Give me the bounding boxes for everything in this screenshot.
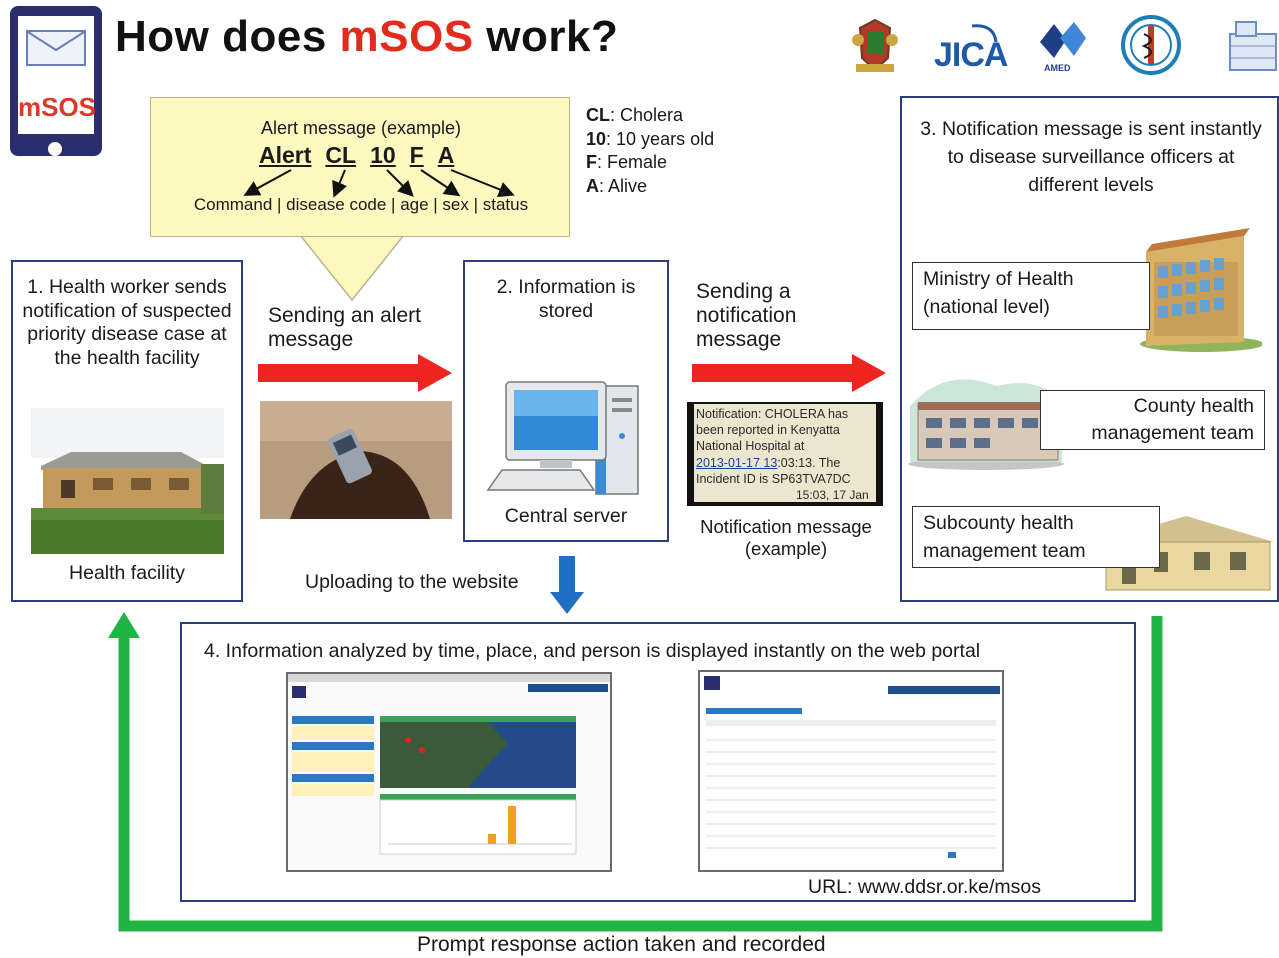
amed-logo-text: AMED bbox=[1044, 63, 1071, 73]
web-portal-table-screenshot bbox=[698, 670, 1004, 872]
kenya-coat-of-arms-logo bbox=[850, 14, 900, 76]
web-portal-dashboard-screenshot bbox=[286, 672, 612, 872]
central-server-caption: Central server bbox=[504, 505, 628, 527]
code-pointer-arrows bbox=[243, 169, 515, 198]
portal-url[interactable]: URL: www.ddsr.or.ke/msos bbox=[808, 876, 1041, 898]
send-notification-arrow bbox=[692, 354, 886, 392]
code-key-list: CL: Cholera 10: 10 years old F: Female A… bbox=[586, 104, 714, 198]
code-age: 10 bbox=[370, 142, 396, 168]
code-command: Alert bbox=[259, 142, 312, 168]
notification-example-caption: Notification message (example) bbox=[700, 516, 872, 559]
step3-text: 3. Notification message is sent instantl… bbox=[920, 118, 1262, 196]
code-key-item: 10: 10 years old bbox=[586, 128, 715, 149]
health-facility-photo bbox=[31, 408, 224, 554]
msos-logo: mSOS bbox=[10, 6, 102, 156]
county-office-building-icon bbox=[908, 379, 1064, 470]
step4-text: 4. Information analyzed by time, place, … bbox=[204, 640, 981, 662]
feedback-label: Prompt response action taken and recorde… bbox=[417, 933, 826, 956]
arrow1-label: Sending an alert message bbox=[268, 304, 421, 351]
sms-line: National Hospital at bbox=[696, 439, 805, 454]
code-disease: CL bbox=[325, 142, 357, 168]
level-subcounty-health-team: Subcounty health management team bbox=[912, 506, 1160, 568]
sms-line: 2013-01-17 13:03:13. The bbox=[696, 455, 841, 470]
code-key-item: CL: Cholera bbox=[586, 105, 684, 125]
sms-date-link[interactable]: 2013-01-17 13 bbox=[696, 455, 778, 470]
logo-text: mSOS bbox=[18, 92, 97, 122]
jica-logo: JICA bbox=[932, 22, 1008, 74]
sms-line: Notification: CHOLERA has bbox=[696, 407, 849, 421]
sms-bubble bbox=[694, 404, 876, 502]
title-before: How does bbox=[115, 12, 340, 61]
home-button-icon bbox=[48, 142, 62, 156]
jica-logo-text: JICA bbox=[934, 36, 1008, 74]
upload-arrow bbox=[550, 556, 584, 614]
page-title: How does mSOS work? bbox=[115, 12, 618, 62]
step1-text: 1. Health worker sends notification of s… bbox=[22, 276, 232, 369]
ministry-building-icon bbox=[1140, 228, 1262, 352]
amed-logo: AMED bbox=[1036, 16, 1090, 76]
title-after: work? bbox=[473, 12, 619, 61]
sms-line: been reported in Kenyatta bbox=[696, 423, 840, 438]
level-county-health-team: County health management team bbox=[1040, 390, 1265, 450]
computer-server-icon bbox=[486, 381, 639, 495]
feedback-loop-arrow bbox=[108, 612, 1163, 932]
callout-legend: Command | disease code | age | sex | sta… bbox=[193, 195, 529, 214]
title-highlight: mSOS bbox=[339, 12, 474, 61]
upload-label: Uploading to the website bbox=[305, 571, 519, 593]
code-status: A bbox=[437, 142, 455, 168]
level-ministry-of-health: Ministry of Health (national level) bbox=[912, 262, 1150, 330]
send-alert-arrow bbox=[258, 354, 452, 392]
code-sex: F bbox=[409, 142, 424, 168]
code-key-item: F: Female bbox=[586, 152, 668, 172]
sms-time: 15:03, 17 Jan bbox=[796, 488, 869, 502]
step2-text: 2. Information is stored bbox=[496, 276, 636, 322]
code-key-item: A: Alive bbox=[586, 175, 648, 196]
callout-title: Alert message (example) bbox=[260, 118, 462, 138]
arrow2-label: Sending a notification message bbox=[696, 280, 797, 351]
envelope-icon bbox=[26, 30, 86, 66]
sms-text: Notification: CHOLERA has been reported … bbox=[696, 406, 876, 487]
medical-institute-logo bbox=[1120, 14, 1182, 76]
hospital-building-logo bbox=[1222, 14, 1279, 76]
callout-pointer bbox=[300, 234, 406, 302]
health-facility-caption: Health facility bbox=[69, 562, 185, 584]
sms-line: Incident ID is SP63TVA7DC bbox=[696, 471, 851, 486]
mobile-phone-photo bbox=[260, 401, 452, 519]
